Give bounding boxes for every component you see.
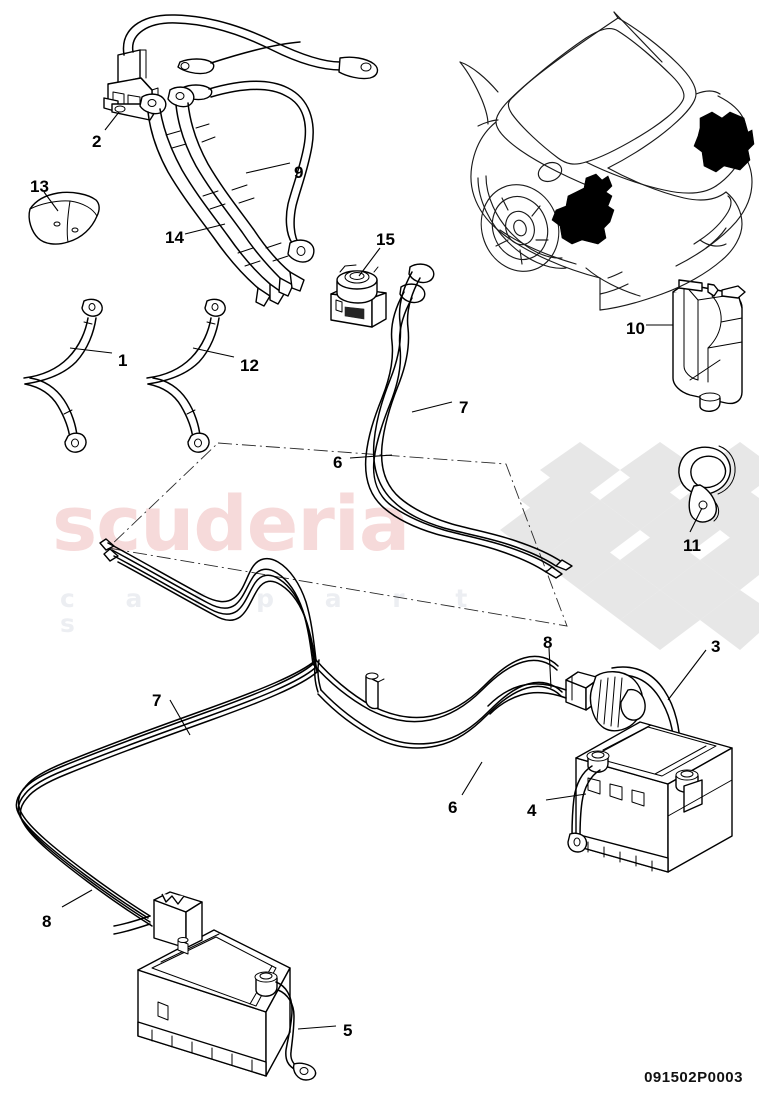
rear-battery [113, 891, 291, 1077]
part-6-7-main-cable-upper [364, 263, 573, 579]
part-6-7-8-main-harness-lower [15, 538, 563, 927]
callout-8-lower[interactable]: 8 [42, 912, 52, 931]
diagram-code: 091502P0003 [644, 1069, 743, 1086]
callout-5[interactable]: 5 [343, 1021, 353, 1040]
leader-line-8-upper [548, 647, 552, 689]
callout-6-lower[interactable]: 6 [448, 798, 458, 817]
leader-line-2 [104, 111, 120, 131]
cable-bundle-top [122, 14, 379, 80]
part-12-ground-strap [146, 298, 226, 453]
part-11-p-clip [678, 445, 736, 523]
callout-8-upper[interactable]: 8 [543, 633, 553, 652]
reference-plane-outline [107, 442, 568, 627]
leader-line-12 [192, 347, 235, 358]
leader-line-13 [43, 191, 59, 212]
part-1-ground-strap [23, 298, 103, 453]
callout-12[interactable]: 12 [240, 356, 259, 375]
leader-line-7-lower [169, 699, 191, 736]
part-10-mounting-bracket [672, 279, 746, 412]
callout-6-upper[interactable]: 6 [333, 453, 343, 472]
leader-line-3 [667, 649, 707, 701]
leader-line-15 [358, 247, 381, 277]
leader-line-8-lower [61, 889, 93, 908]
part-15-isolator-relay [330, 264, 387, 328]
part-14-starter-harness [139, 86, 305, 307]
part-3-terminal-clamp [487, 666, 681, 751]
leader-line-11 [689, 507, 703, 533]
callout-9[interactable]: 9 [294, 163, 304, 182]
callout-3[interactable]: 3 [711, 637, 721, 656]
callout-1[interactable]: 1 [118, 351, 128, 370]
leader-line-1 [69, 347, 113, 354]
callout-13[interactable]: 13 [30, 177, 49, 196]
leader-line-6-lower [461, 761, 483, 796]
leader-line-7-upper [411, 401, 453, 413]
callout-10[interactable]: 10 [626, 319, 645, 338]
callout-2[interactable]: 2 [92, 132, 102, 151]
callout-11[interactable]: 11 [683, 536, 701, 555]
leader-line-9 [245, 162, 291, 174]
leader-line-4 [545, 793, 587, 801]
callout-14[interactable]: 14 [165, 228, 184, 247]
callout-4[interactable]: 4 [527, 801, 537, 820]
callout-15[interactable]: 15 [376, 230, 395, 249]
part-13-cover-pad [28, 191, 100, 245]
vehicle-outline-illustration [459, 11, 755, 311]
part-4-ground-lead [567, 765, 601, 853]
leader-line-14 [184, 223, 226, 235]
leader-line-6-upper [349, 454, 393, 459]
leader-line-5 [297, 1025, 337, 1030]
callout-7-lower[interactable]: 7 [152, 691, 162, 710]
front-battery [575, 721, 733, 873]
part-5-rear-ground-lead [275, 981, 317, 1081]
callout-7-upper[interactable]: 7 [459, 398, 469, 417]
